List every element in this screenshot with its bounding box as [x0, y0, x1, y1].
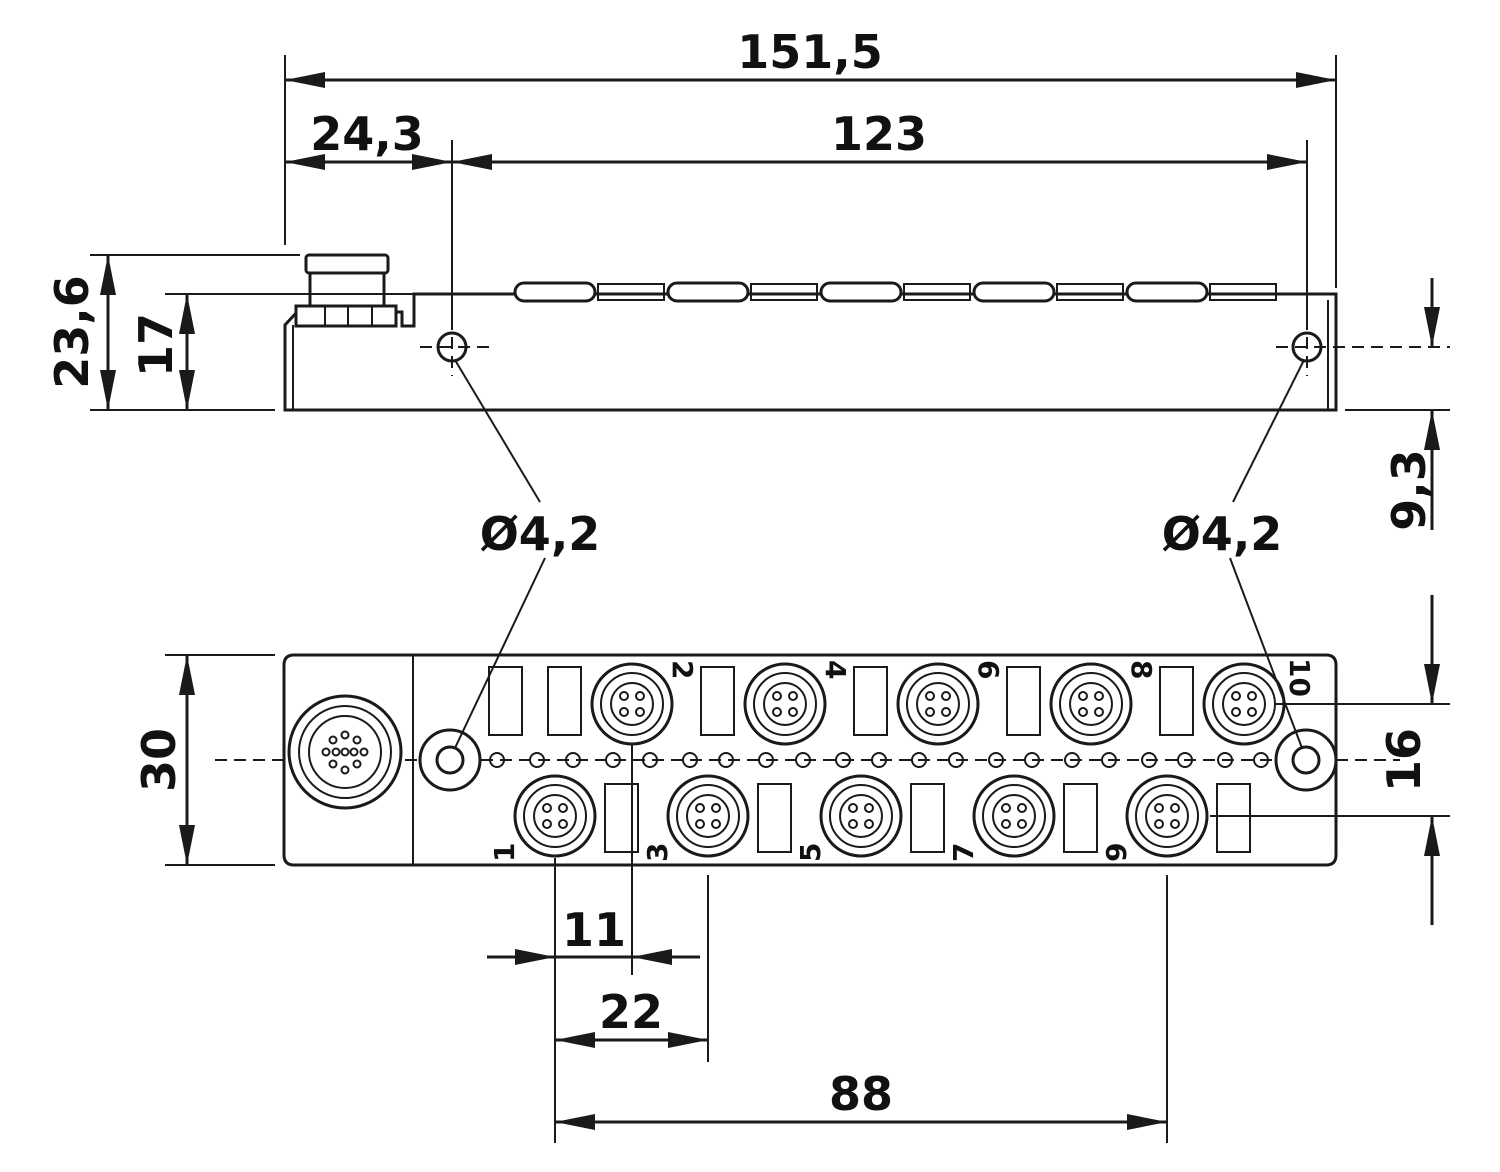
dim-port-pitch-half: 11: [562, 903, 626, 957]
dim-hole-row-width: 16: [1377, 728, 1431, 792]
dim-hole-height: 9,3: [1382, 449, 1436, 531]
port-label-5: 5: [794, 843, 827, 862]
dim-port-pitch: 22: [599, 985, 663, 1039]
port-label-9: 9: [1100, 843, 1133, 862]
socket-bottom-5: [819, 774, 903, 858]
dim-total-height: 23,6: [45, 275, 99, 389]
port-label-10: 10: [1283, 658, 1316, 697]
side-view-dimensions: [90, 55, 1450, 530]
socket-top-6: [896, 662, 980, 746]
socket-bottom-9: [1125, 774, 1209, 858]
m23-connector: [287, 694, 403, 810]
socket-bottom-1: [513, 774, 597, 858]
top-view: 2 4 6 8 10 1 3 5 7 9: [215, 653, 1400, 867]
dim-hole-spacing: 123: [831, 107, 927, 161]
hole-leaders: [454, 359, 1305, 749]
socket-top-8: [1049, 662, 1133, 746]
port-label-8: 8: [1125, 660, 1158, 679]
top-view-dimensions: [165, 595, 1450, 1143]
dim-total-length: 151,5: [737, 25, 883, 79]
port-label-3: 3: [641, 843, 674, 862]
port-label-1: 1: [488, 843, 521, 862]
port-label-4: 4: [819, 660, 852, 679]
socket-bottom-3: [666, 774, 750, 858]
side-view: [283, 253, 1450, 412]
led-row: [489, 752, 1269, 768]
port-label-6: 6: [972, 660, 1005, 679]
port-label-7: 7: [947, 843, 980, 862]
dim-connector-offset: 24,3: [310, 107, 424, 161]
dim-width: 30: [132, 728, 186, 792]
dim-hole-diameter-right: Ø4,2: [1162, 507, 1283, 561]
socket-top-2: [590, 662, 674, 746]
socket-top-4: [743, 662, 827, 746]
socket-bottom-7: [972, 774, 1056, 858]
port-label-2: 2: [666, 660, 699, 679]
socket-top-10: [1202, 662, 1286, 746]
dim-body-height: 17: [129, 313, 183, 377]
dim-hole-diameter-left: Ø4,2: [480, 507, 601, 561]
dim-port-span: 88: [829, 1067, 893, 1121]
